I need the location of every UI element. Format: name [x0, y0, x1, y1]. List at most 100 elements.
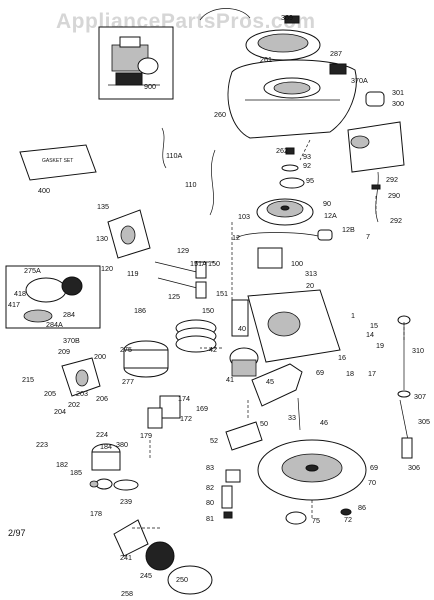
callout-70: 70: [368, 478, 376, 487]
callout-202: 202: [68, 400, 80, 409]
oil-seal: [285, 511, 307, 525]
callout-20: 20: [306, 281, 314, 290]
callout-224: 224: [96, 430, 108, 439]
callout-172: 172: [180, 414, 192, 423]
callout-125: 125: [168, 292, 180, 301]
callout-100: 100: [291, 259, 303, 268]
callout-284: 284: [63, 310, 75, 319]
callout-262: 262: [276, 146, 288, 155]
callout-83: 83: [206, 463, 214, 472]
callout-245: 245: [140, 571, 152, 580]
callout-204: 204: [54, 407, 66, 416]
callout-40: 40: [238, 324, 246, 333]
callout-306: 306: [408, 463, 420, 472]
callout-150-bottom: 150: [202, 306, 214, 315]
watermark-text: AppliancePartsPros.com: [56, 10, 316, 33]
callout-12: 12: [232, 233, 240, 242]
spark-plug-cap: [317, 229, 333, 241]
callout-400: 400: [38, 186, 50, 195]
callout-17: 17: [368, 369, 376, 378]
callout-307: 307: [414, 392, 426, 401]
callout-19: 19: [376, 341, 384, 350]
callout-284a: 284A: [46, 320, 63, 329]
callout-313: 313: [305, 269, 317, 278]
callout-16: 16: [338, 353, 346, 362]
oil-slinger: [225, 421, 263, 451]
callout-182: 182: [56, 460, 68, 469]
callout-215: 215: [22, 375, 34, 384]
float-bowl: [91, 443, 121, 471]
drain-plug: [340, 508, 352, 516]
callout-135: 135: [97, 202, 109, 211]
callout-275: 275: [120, 345, 132, 354]
callout-258: 258: [121, 589, 133, 598]
tube-bracket: [401, 437, 413, 459]
governor-gear: [225, 469, 241, 483]
callout-110: 110: [185, 180, 196, 189]
intake-adapter: [107, 209, 151, 259]
callout-1: 1: [351, 311, 355, 320]
callout-417: 417: [8, 300, 20, 309]
callout-178: 178: [90, 509, 102, 518]
callout-184: 184: [100, 442, 112, 451]
callout-130: 130: [96, 234, 108, 243]
callout-301: 301: [392, 88, 404, 97]
decal-370a: [329, 63, 347, 75]
crankshaft: [251, 363, 303, 407]
callout-110a: 110A: [166, 151, 182, 160]
callout-14: 14: [366, 330, 374, 339]
breather-gasket: [159, 395, 181, 419]
callout-41: 41: [226, 375, 234, 384]
flywheel: [256, 198, 314, 226]
callout-260: 260: [214, 110, 226, 119]
callout-92: 92: [303, 161, 311, 170]
callout-81: 81: [206, 514, 214, 523]
callout-275a: 275A: [24, 266, 41, 275]
crankcase-sump: [257, 439, 367, 501]
callout-103: 103: [238, 212, 250, 221]
ground-wire: [161, 127, 167, 169]
fuel-line-clamp: [371, 184, 381, 190]
gasket-set: GASKET SET: [19, 144, 97, 181]
callout-72: 72: [344, 515, 352, 524]
callout-300: 300: [392, 99, 404, 108]
callout-93: 93: [303, 152, 311, 161]
callout-50: 50: [260, 419, 268, 428]
air-cleaner: [123, 340, 169, 378]
spark-plug-wire: [235, 232, 319, 239]
stop-wire: [209, 149, 216, 216]
callout-209: 209: [58, 347, 70, 356]
carburetor: [61, 357, 101, 397]
callout-7: 7: [366, 232, 370, 241]
callout-310: 310: [412, 346, 424, 355]
callout-95: 95: [306, 176, 314, 185]
callout-80: 80: [206, 498, 214, 507]
callout-206: 206: [96, 394, 108, 403]
air-cleaner-inset: [5, 265, 101, 329]
callout-370a: 370A: [351, 76, 368, 85]
callout-287: 287: [330, 49, 342, 58]
callout-203: 203: [76, 389, 88, 398]
callout-261: 261: [260, 55, 272, 64]
piston-rings: [175, 319, 217, 353]
blower-housing: [227, 59, 357, 139]
callout-380: 380: [116, 440, 128, 449]
callout-250: 250: [176, 575, 188, 584]
breather-cover: [147, 407, 163, 429]
callout-200: 200: [94, 352, 106, 361]
callout-205: 205: [44, 389, 56, 398]
callout-292-bottom: 292: [390, 216, 402, 225]
valve-assembly: [154, 261, 207, 299]
callout-370b: 370B: [63, 336, 80, 345]
callout-82: 82: [206, 483, 214, 492]
callout-33: 33: [288, 413, 296, 422]
callout-69-top: 69: [316, 368, 324, 377]
fuel-tank: [347, 91, 405, 173]
callout-120: 120: [101, 264, 113, 273]
governor-washer: [223, 511, 233, 519]
callout-185: 185: [70, 468, 82, 477]
callout-900: 900: [144, 82, 156, 91]
callout-151a: 151A: [190, 259, 207, 268]
ignition-module: [257, 247, 283, 269]
